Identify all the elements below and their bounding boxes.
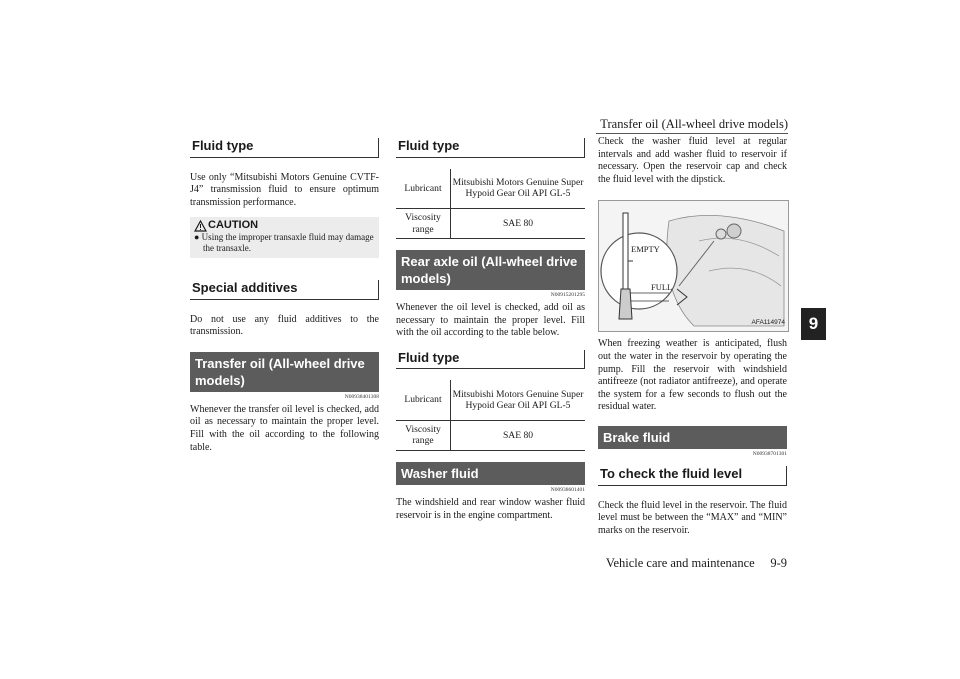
heading-special-additives: Special additives (190, 279, 379, 300)
caution-header: CAUTION (194, 219, 375, 232)
heading-transfer-oil: Transfer oil (All-wheel drive models) (190, 351, 379, 392)
spec-table-rear-axle: Lubricant Mitsubishi Motors Genuine Supe… (396, 380, 585, 451)
spec-table-transfer: Lubricant Mitsubishi Motors Genuine Supe… (396, 168, 585, 240)
reservoir-dipstick-drawing (600, 212, 785, 327)
caution-label: CAUTION (208, 219, 259, 232)
table-key: Lubricant (396, 380, 451, 421)
chapter-tab: 9 (801, 308, 826, 340)
caution-text: ● Using the improper transaxle fluid may… (194, 231, 374, 253)
table-key: Viscosity range (396, 208, 451, 240)
washer-text: The windshield and rear window washer fl… (396, 496, 585, 521)
table-key: Lubricant (396, 168, 451, 210)
column-2: Fluid type Lubricant Mitsubishi Motors G… (396, 138, 585, 522)
table-row: Lubricant Mitsubishi Motors Genuine Supe… (396, 168, 585, 210)
heading-fluid-type: Fluid type (190, 138, 379, 158)
table-value: Mitsubishi Motors Genuine Super Hypoid G… (450, 380, 585, 421)
fluid-type-text: Use only “Mitsubishi Motors Genuine CVTF… (190, 171, 379, 208)
check-text: Check the fluid level in the reservoir. … (598, 499, 787, 536)
heading-brake-fluid: Brake fluid (598, 425, 787, 449)
special-additives-text: Do not use any fluid additives to the tr… (190, 313, 379, 338)
rear-axle-text: Whenever the oil level is checked, add o… (396, 302, 585, 339)
heading-rear-axle-oil: Rear axle oil (All-wheel drive models) (396, 250, 585, 291)
reservoir-illustration: EMPTY FULL AFA114974 (598, 200, 789, 333)
column-3: Check the washer fluid level at regular … (598, 136, 789, 537)
footer-page-number: 9-9 (770, 556, 787, 570)
washer-code: N00938601401 (550, 486, 585, 493)
full-label: FULL (651, 282, 673, 293)
table-row: Lubricant Mitsubishi Motors Genuine Supe… (396, 380, 585, 421)
heading-fluid-type-2: Fluid type (396, 138, 585, 158)
footer-section: Vehicle care and maintenance (605, 556, 755, 570)
column-1: Fluid type Use only “Mitsubishi Motors G… (190, 138, 379, 454)
page-footer: Vehicle care and maintenance 9-9 (606, 556, 787, 571)
table-row: Viscosity range SAE 80 (396, 208, 585, 240)
brake-code: N00938701301 (752, 450, 787, 457)
heading-check-fluid-level: To check the fluid level (598, 465, 787, 486)
transfer-oil-code: N00938401308 (344, 393, 379, 400)
freezing-text: When freezing weather is anticipated, fl… (598, 338, 787, 413)
empty-label: EMPTY (631, 244, 660, 255)
caution-box: CAUTION ● Using the improper transaxle f… (190, 217, 379, 258)
running-header-title: Transfer oil (All-wheel drive models) (600, 117, 788, 131)
table-value: SAE 80 (450, 208, 585, 240)
table-value: Mitsubishi Motors Genuine Super Hypoid G… (450, 168, 585, 210)
rear-axle-code: N00915201295 (550, 292, 585, 299)
table-value: SAE 80 (450, 420, 585, 451)
washer-check-text: Check the washer fluid level at regular … (598, 136, 787, 185)
transfer-oil-text: Whenever the transfer oil level is check… (190, 403, 379, 453)
heading-washer-fluid: Washer fluid (396, 461, 585, 485)
table-row: Viscosity range SAE 80 (396, 420, 585, 451)
warning-triangle-icon (194, 219, 207, 232)
heading-fluid-type-3: Fluid type (396, 349, 585, 370)
header-rule (596, 133, 788, 134)
illustration-code: AFA114974 (751, 318, 786, 326)
table-key: Viscosity range (396, 420, 451, 451)
